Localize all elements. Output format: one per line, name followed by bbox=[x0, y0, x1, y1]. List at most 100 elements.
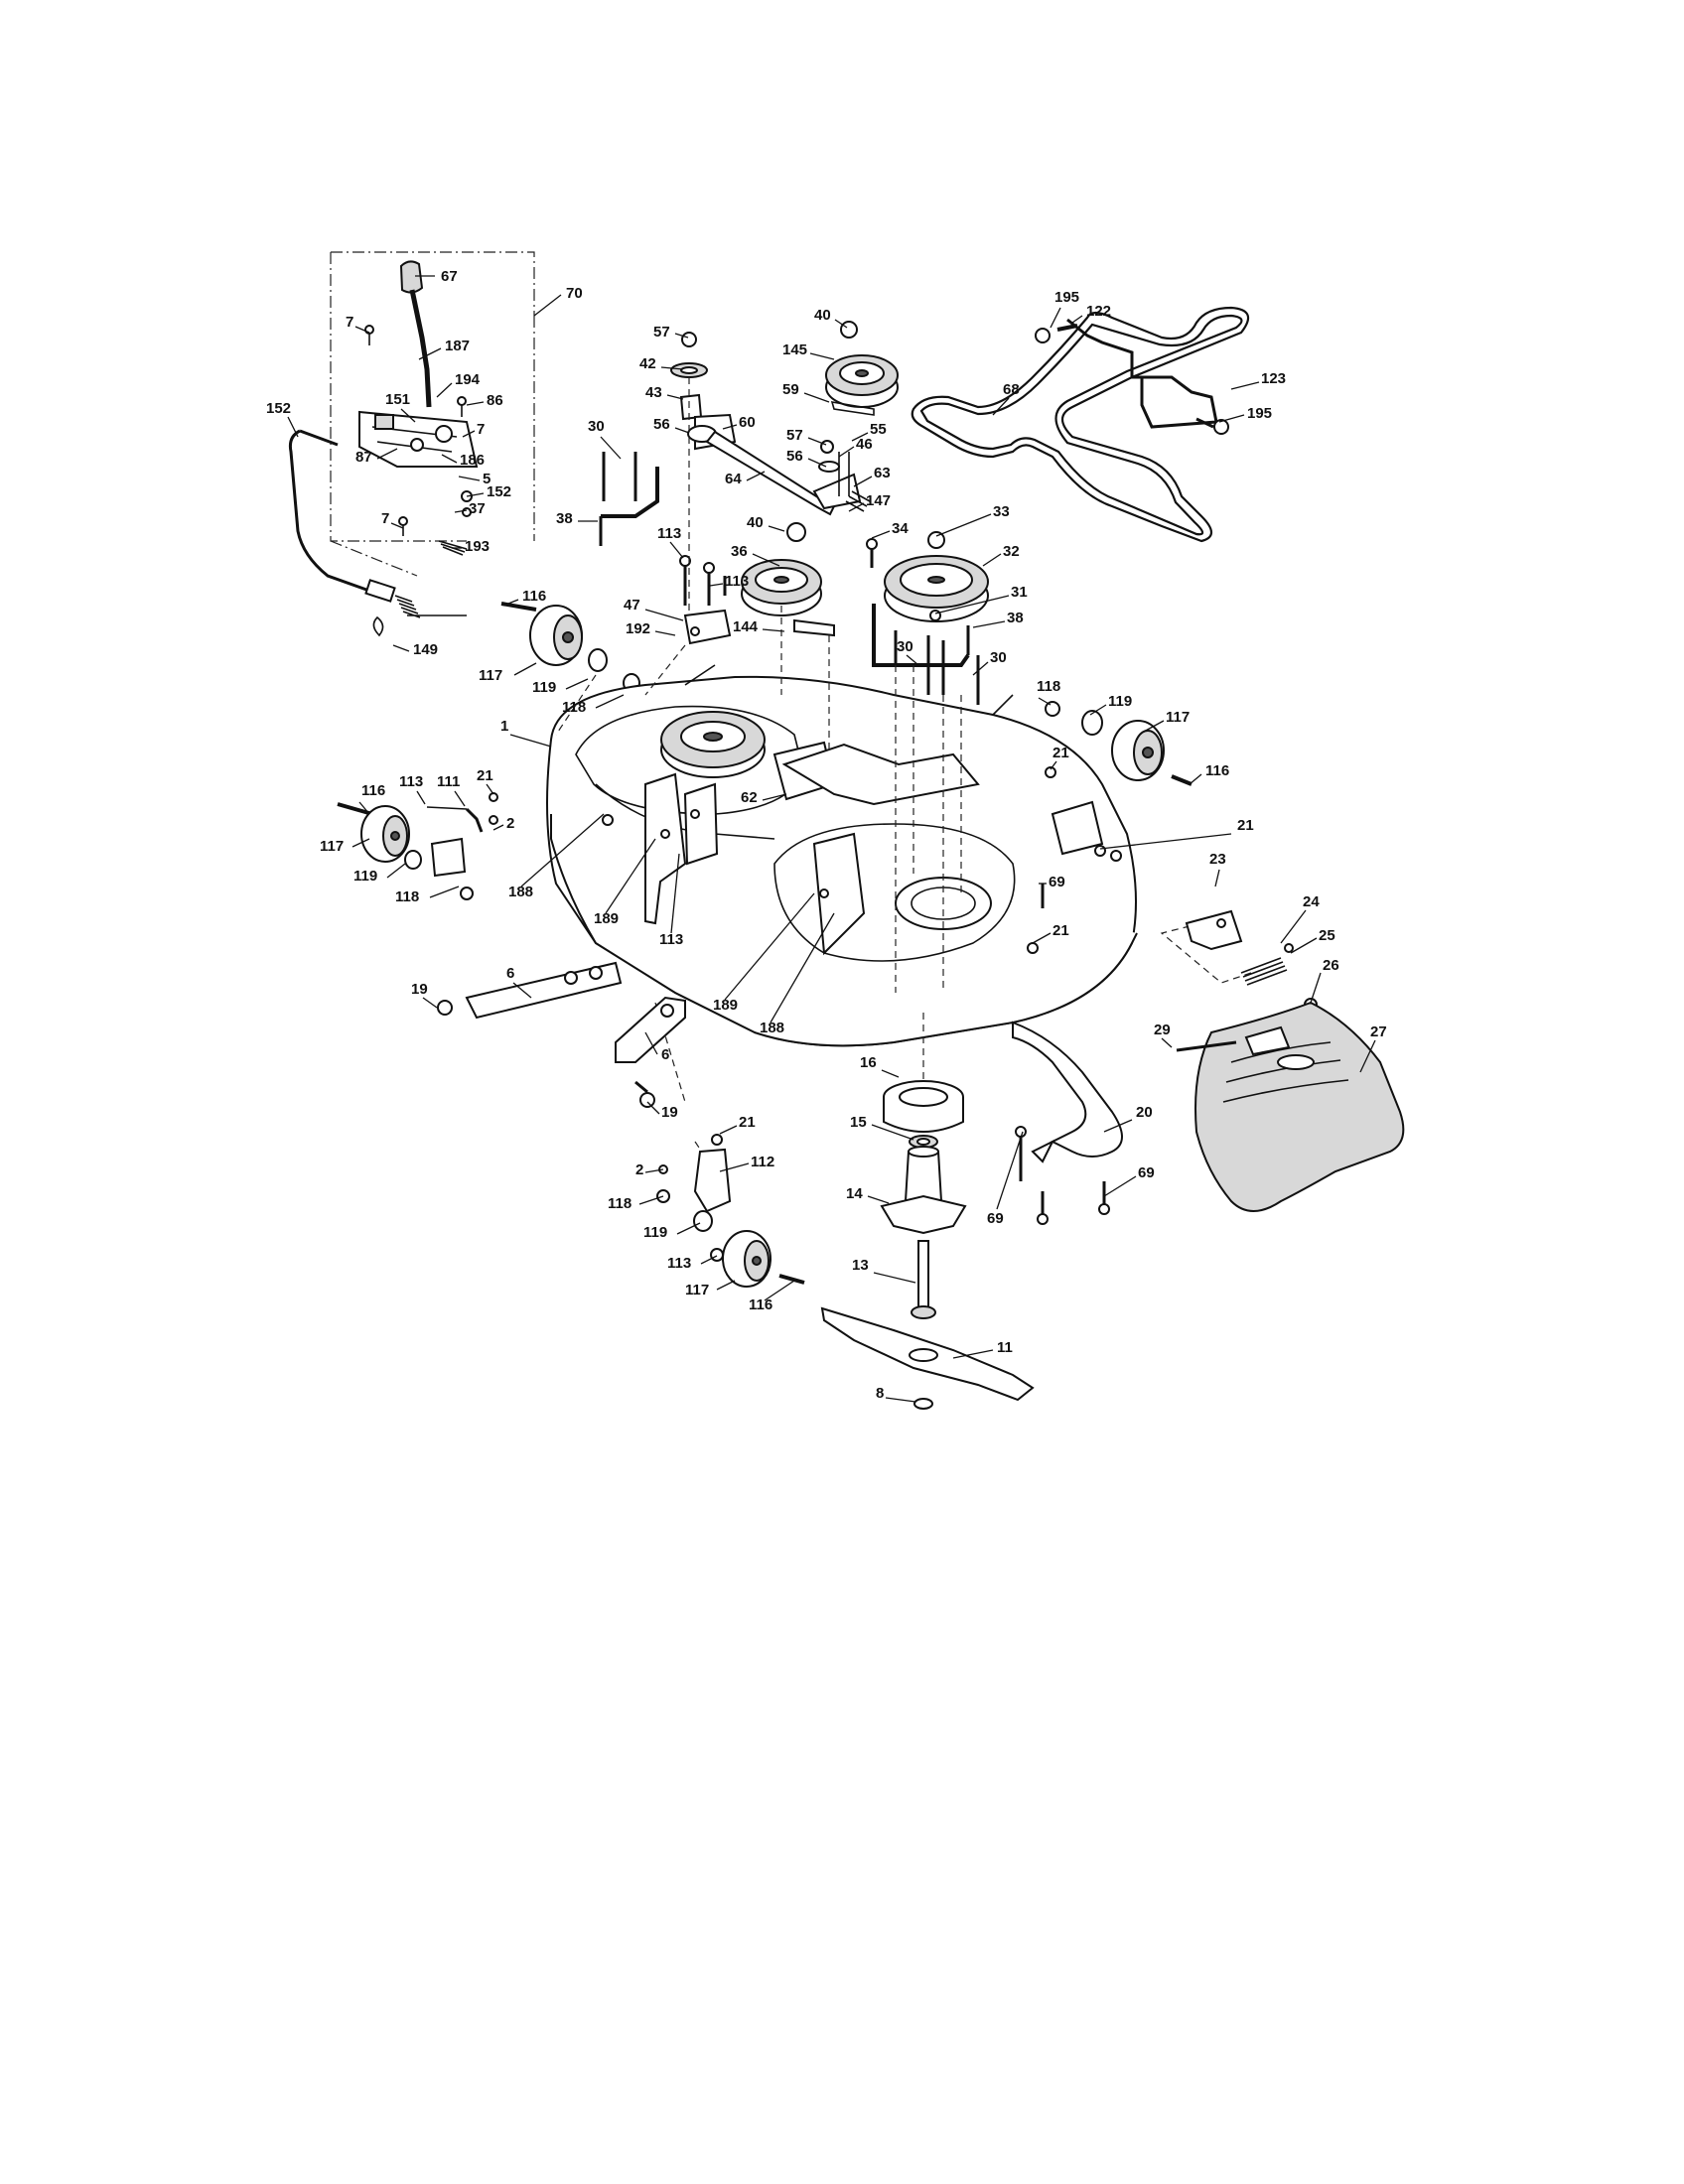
part-callout-25: 25 bbox=[1319, 927, 1335, 944]
part-callout-113: 113 bbox=[725, 573, 749, 590]
leader-line-33 bbox=[935, 513, 992, 537]
leader-line-38 bbox=[972, 620, 1006, 628]
part-callout-42: 42 bbox=[639, 355, 656, 372]
part-callout-57: 57 bbox=[786, 427, 803, 444]
part-callout-116: 116 bbox=[1205, 762, 1229, 779]
leader-line-119 bbox=[386, 863, 406, 879]
leader-line-55 bbox=[851, 432, 869, 442]
leader-line-40 bbox=[768, 525, 785, 532]
part-callout-21: 21 bbox=[1237, 817, 1254, 834]
part-callout-119: 119 bbox=[1108, 693, 1132, 710]
leader-line-60 bbox=[722, 424, 738, 430]
part-callout-29: 29 bbox=[1154, 1022, 1171, 1038]
part-callout-69: 69 bbox=[1138, 1164, 1155, 1181]
leader-line-87 bbox=[376, 448, 398, 460]
leader-line-116 bbox=[1189, 773, 1202, 785]
part-callout-21: 21 bbox=[1052, 922, 1069, 939]
part-callout-87: 87 bbox=[355, 449, 372, 466]
leader-line-147 bbox=[848, 502, 865, 512]
lift-cable bbox=[288, 429, 467, 637]
part-callout-147: 147 bbox=[866, 492, 891, 509]
leader-line-7 bbox=[462, 430, 476, 438]
part-callout-38: 38 bbox=[556, 510, 573, 527]
leader-line-149 bbox=[392, 644, 410, 652]
leader-line-118 bbox=[595, 694, 625, 709]
part-callout-116: 116 bbox=[749, 1297, 772, 1313]
leader-line-15 bbox=[871, 1124, 914, 1141]
leader-line-192 bbox=[654, 630, 676, 636]
part-callout-152: 152 bbox=[266, 400, 291, 417]
part-callout-23: 23 bbox=[1209, 851, 1226, 868]
part-callout-113: 113 bbox=[399, 773, 423, 790]
leader-line-11 bbox=[952, 1349, 994, 1359]
leader-line-188 bbox=[770, 912, 835, 1024]
part-callout-194: 194 bbox=[455, 371, 481, 388]
part-callout-21: 21 bbox=[739, 1114, 756, 1131]
part-callout-119: 119 bbox=[353, 868, 377, 885]
leader-line-144 bbox=[762, 628, 785, 632]
part-callout-149: 149 bbox=[413, 641, 438, 658]
part-callout-111: 111 bbox=[437, 773, 460, 790]
leader-line-112 bbox=[719, 1162, 750, 1172]
part-callout-19: 19 bbox=[411, 981, 428, 998]
leader-line-36 bbox=[752, 553, 780, 567]
leader-line-7 bbox=[390, 522, 404, 529]
leader-line-34 bbox=[871, 530, 891, 539]
part-callout-24: 24 bbox=[1303, 893, 1320, 910]
leader-line-118 bbox=[1038, 697, 1052, 706]
mower-deck-housing bbox=[546, 664, 1138, 1047]
part-callout-60: 60 bbox=[739, 414, 756, 431]
leader-line-16 bbox=[881, 1069, 900, 1078]
discharge-chute bbox=[1176, 1001, 1405, 1212]
leader-line-7 bbox=[354, 326, 370, 334]
part-callout-15: 15 bbox=[850, 1114, 867, 1131]
leader-line-69 bbox=[1103, 1175, 1137, 1197]
part-callout-27: 27 bbox=[1370, 1024, 1387, 1040]
part-callout-113: 113 bbox=[657, 525, 681, 542]
leader-line-117 bbox=[351, 838, 370, 848]
part-callout-21: 21 bbox=[1052, 745, 1069, 761]
part-callout-187: 187 bbox=[445, 338, 470, 354]
part-callout-47: 47 bbox=[624, 597, 640, 614]
leader-line-30 bbox=[972, 661, 989, 676]
part-callout-63: 63 bbox=[874, 465, 891, 481]
leader-line-30 bbox=[600, 436, 622, 460]
leader-line-32 bbox=[982, 553, 1002, 567]
leader-line-59 bbox=[803, 392, 830, 403]
leader-line-57 bbox=[807, 437, 827, 446]
leader-line-188 bbox=[520, 813, 605, 887]
leader-line-117 bbox=[1141, 720, 1165, 734]
idler-arm-assembly bbox=[599, 321, 899, 546]
leader-line-113 bbox=[669, 541, 684, 559]
part-callout-112: 112 bbox=[751, 1154, 774, 1170]
leader-line-118 bbox=[429, 886, 460, 898]
leader-line-111 bbox=[454, 790, 466, 807]
part-callout-195: 195 bbox=[1247, 405, 1272, 422]
leader-line-25 bbox=[1290, 937, 1318, 954]
part-callout-56: 56 bbox=[653, 416, 670, 433]
leader-line-6 bbox=[644, 1031, 658, 1055]
leader-line-13 bbox=[873, 1272, 916, 1284]
part-callout-122: 122 bbox=[1086, 303, 1111, 320]
leader-line-21 bbox=[486, 783, 494, 795]
leader-line-113 bbox=[709, 583, 724, 587]
part-callout-113: 113 bbox=[667, 1255, 691, 1272]
leader-line-118 bbox=[638, 1195, 664, 1205]
part-callout-119: 119 bbox=[532, 679, 556, 696]
leader-line-14 bbox=[867, 1195, 890, 1204]
deflector-bar bbox=[1012, 884, 1123, 1225]
leader-line-189 bbox=[605, 838, 656, 914]
gauge-wheel-bottom bbox=[656, 1134, 805, 1288]
leader-line-1 bbox=[509, 734, 552, 748]
gauge-wheel-left-upper bbox=[500, 602, 640, 693]
part-callout-86: 86 bbox=[487, 392, 503, 409]
leader-line-145 bbox=[809, 352, 835, 360]
leader-line-70 bbox=[533, 294, 562, 317]
part-callout-64: 64 bbox=[725, 471, 742, 487]
leader-line-62 bbox=[762, 793, 787, 801]
part-callout-26: 26 bbox=[1323, 957, 1339, 974]
leader-line-189 bbox=[724, 892, 815, 1001]
part-callout-145: 145 bbox=[782, 341, 807, 358]
part-callout-7: 7 bbox=[477, 421, 485, 438]
